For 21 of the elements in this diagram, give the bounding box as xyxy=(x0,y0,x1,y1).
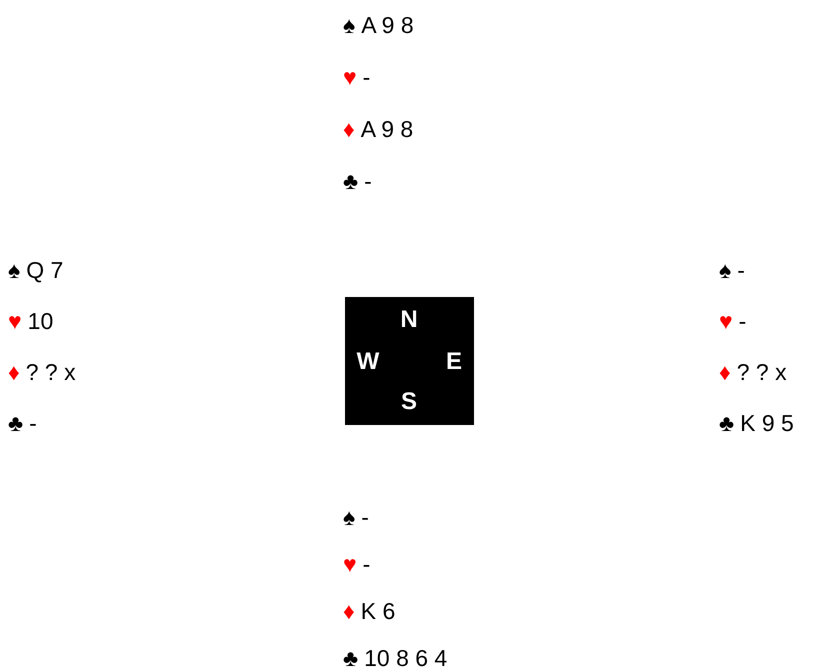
suit-holding: ♣ - xyxy=(8,409,37,437)
suit-holding: ♥ - xyxy=(343,550,370,578)
compass-letter: W xyxy=(356,349,380,375)
suit-holding: ♣ - xyxy=(343,167,372,195)
suit-holding: ♦ A 9 8 xyxy=(343,115,414,143)
suit-holding: ♦ K 6 xyxy=(343,597,396,625)
suit-holding: ♦ ? ? x xyxy=(719,358,787,386)
suit-holding: ♣ 10 8 6 4 xyxy=(343,644,448,668)
suit-holding: ♥ - xyxy=(719,307,746,335)
suit-holding: ♠ A 9 8 xyxy=(343,11,414,39)
suit-holding: ♠ Q 7 xyxy=(8,256,64,284)
suit-holding: ♥ 10 xyxy=(8,307,54,335)
suit-holding: ♠ - xyxy=(343,503,369,531)
compass-letter: N xyxy=(399,307,419,333)
compass-box xyxy=(345,297,474,425)
suit-holding: ♣ K 9 5 xyxy=(719,409,794,437)
suit-holding: ♠ - xyxy=(719,256,745,284)
compass-letter: S xyxy=(400,389,418,415)
suit-holding: ♦ ? ? x xyxy=(8,358,76,386)
suit-holding: ♥ - xyxy=(343,63,370,91)
compass-letter: E xyxy=(444,349,463,375)
